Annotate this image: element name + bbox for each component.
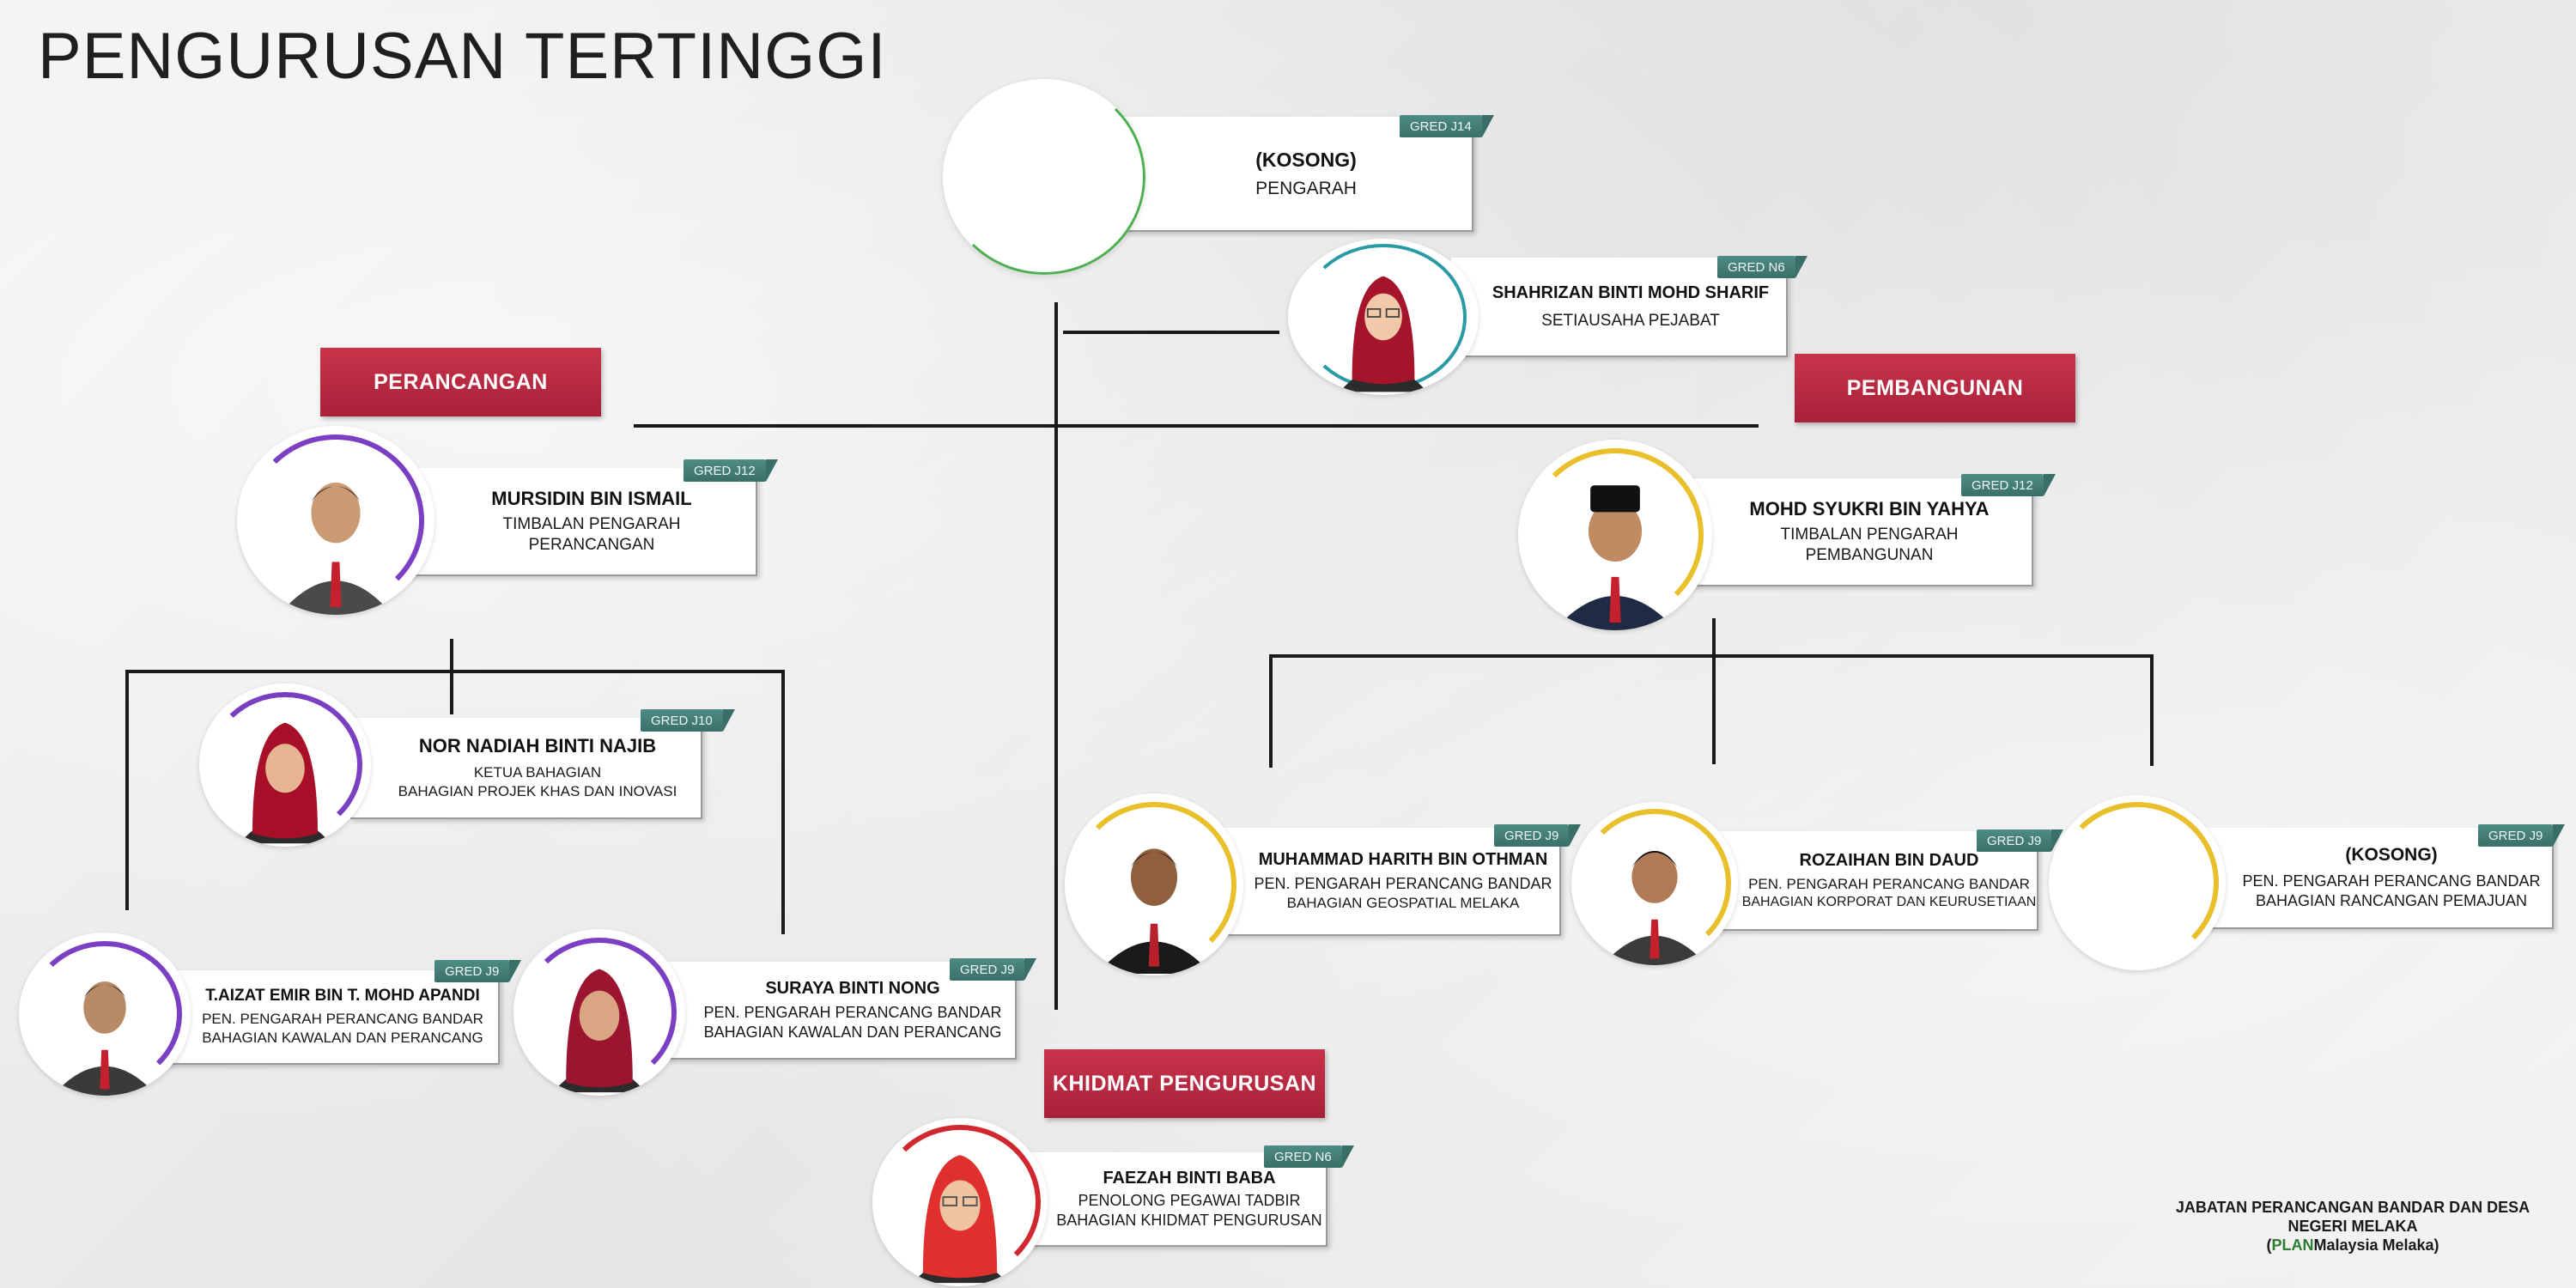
grade-badge: GRED J14	[1400, 115, 1494, 137]
vacant-photo-placeholder	[2049, 795, 2226, 970]
person-role-line2: BAHAGIAN RANCANGAN PEMAJUAN	[2255, 892, 2528, 909]
person-role: PEN. PENGARAH PERANCANG BANDAR	[2242, 872, 2541, 890]
person-name: FAEZAH BINTI BABA	[1103, 1168, 1276, 1188]
connector-perancangan-right	[781, 670, 785, 934]
avatar-mursidin	[237, 426, 434, 615]
grade-badge: GRED J10	[641, 709, 735, 732]
person-role-line2: PEMBANGUNAN	[1805, 546, 1934, 564]
connector-perancangan-left	[125, 670, 129, 910]
avatar-shahrizan	[1288, 239, 1479, 395]
person-role: PEN. PENGARAH PERANCANG BANDAR	[1748, 875, 2030, 892]
grade-badge: GRED N6	[1264, 1145, 1354, 1168]
card-faezah: FAEZAH BINTI BABA PENOLONG PEGAWAI TADBI…	[1029, 1152, 1327, 1247]
person-name: NOR NADIAH BINTI NAJIB	[418, 735, 657, 756]
person-name: SHAHRIZAN BINTI MOHD SHARIF	[1492, 283, 1770, 302]
footer-line2: NEGERI MELAKA	[2287, 1218, 2418, 1235]
person-name: T.AIZAT EMIR BIN T. MOHD APANDI	[205, 987, 480, 1005]
person-role: PEN. PENGARAH PERANCANG BANDAR	[202, 1011, 483, 1027]
grade-badge: GRED J9	[950, 958, 1037, 981]
person-name: ROZAIHAN BIN DAUD	[1799, 850, 1979, 870]
footer-line3: (PLANMalaysia Melaka)	[2164, 1236, 2542, 1255]
footer-rest: Malaysia Melaka)	[2313, 1236, 2439, 1254]
footer-line1: JABATAN PERANCANGAN BANDAR DAN DESA	[2175, 1199, 2530, 1216]
person-role: PEN. PENGARAH PERANCANG BANDAR	[1254, 875, 1552, 892]
avatar-aizat	[19, 933, 191, 1096]
connector-main-horizontal	[634, 424, 1759, 428]
person-role-line2: BAHAGIAN PROJEK KHAS DAN INOVASI	[398, 783, 677, 799]
card-tp-perancangan: MURSIDIN BIN ISMAIL TIMBALAN PENGARAH PE…	[404, 468, 757, 576]
page-title: PENGURUSAN TERTINGGI	[38, 20, 887, 93]
person-role: PENOLONG PEGAWAI TADBIR	[1078, 1191, 1301, 1209]
person-name: MUHAMMAD HARITH BIN OTHMAN	[1258, 850, 1548, 869]
grade-badge: GRED J12	[1961, 474, 2056, 496]
grade-badge: GRED J9	[434, 960, 522, 982]
connector-main-vertical	[1054, 302, 1058, 1010]
person-role-line2: BAHAGIAN KAWALAN DAN PERANCANG	[703, 1023, 1002, 1041]
avatar-rozaihan	[1571, 802, 1738, 965]
connector-pembangunan-bar	[1269, 654, 2154, 658]
person-role: TIMBALAN PENGARAH	[1780, 526, 1959, 544]
person-role-line2: BAHAGIAN KAWALAN DAN PERANCANG	[202, 1030, 483, 1046]
connector-pembangunan-stem	[1712, 618, 1716, 764]
person-role-line2: BAHAGIAN KORPORAT DAN KEURUSETIAAN	[1741, 894, 2037, 909]
person-role-line2: BAHAGIAN GEOSPATIAL MELAKA	[1286, 895, 1520, 911]
vacant-photo-placeholder	[943, 79, 1145, 275]
person-role: TIMBALAN PENGARAH	[502, 515, 681, 533]
avatar-suraya	[513, 929, 685, 1096]
card-aizat: T.AIZAT EMIR BIN T. MOHD APANDI PEN. PEN…	[163, 970, 500, 1065]
connector-secretary	[1063, 331, 1279, 334]
grade-badge: GRED J12	[683, 459, 778, 482]
person-name: SURAYA BINTI NONG	[765, 978, 940, 998]
section-pembangunan: PEMBANGUNAN	[1795, 354, 2075, 422]
connector-perancangan-stem	[450, 639, 453, 714]
section-khidmat-pengurusan: KHIDMAT PENGURUSAN	[1044, 1049, 1325, 1118]
footer-plan: PLAN	[2271, 1236, 2314, 1254]
person-role: PENGARAH	[1255, 178, 1357, 198]
person-role-line2: BAHAGIAN KHIDMAT PENGURUSAN	[1056, 1211, 1322, 1229]
grade-badge: GRED N6	[1717, 256, 1807, 278]
person-role: KETUA BAHAGIAN	[473, 764, 602, 781]
person-role: SETIAUSAHA PEJABAT	[1541, 311, 1720, 330]
avatar-nor-nadiah	[199, 683, 371, 847]
section-perancangan: PERANCANGAN	[320, 348, 601, 416]
avatar-faezah	[872, 1118, 1048, 1286]
card-tp-pembangunan: MOHD SYUKRI BIN YAHYA TIMBALAN PENGARAH …	[1683, 478, 2033, 586]
person-name: MOHD SYUKRI BIN YAHYA	[1749, 498, 1990, 519]
grade-badge: GRED J9	[2478, 824, 2566, 847]
person-name: (KOSONG)	[1255, 148, 1357, 171]
person-name: MURSIDIN BIN ISMAIL	[491, 488, 692, 509]
card-nor-nadiah: NOR NADIAH BINTI NAJIB KETUA BAHAGIAN BA…	[350, 718, 702, 819]
grade-badge: GRED J9	[1977, 829, 2064, 852]
footer-open-paren: (	[2266, 1236, 2272, 1254]
avatar-harith	[1065, 793, 1243, 975]
connector-perancangan-bar	[125, 670, 785, 673]
person-name: (KOSONG)	[2345, 845, 2438, 865]
person-role: PEN. PENGARAH PERANCANG BANDAR	[703, 1003, 1002, 1021]
connector-pembangunan-left	[1269, 654, 1273, 768]
card-setiausaha: SHAHRIZAN BINTI MOHD SHARIF SETIAUSAHA P…	[1451, 258, 1788, 357]
person-role-line2: PERANCANGAN	[528, 536, 655, 554]
organization-footer: JABATAN PERANCANGAN BANDAR DAN DESA NEGE…	[2164, 1198, 2542, 1255]
grade-badge: GRED J9	[1494, 824, 1582, 847]
connector-pembangunan-right	[2150, 654, 2154, 766]
avatar-mohd-syukri	[1518, 440, 1712, 630]
